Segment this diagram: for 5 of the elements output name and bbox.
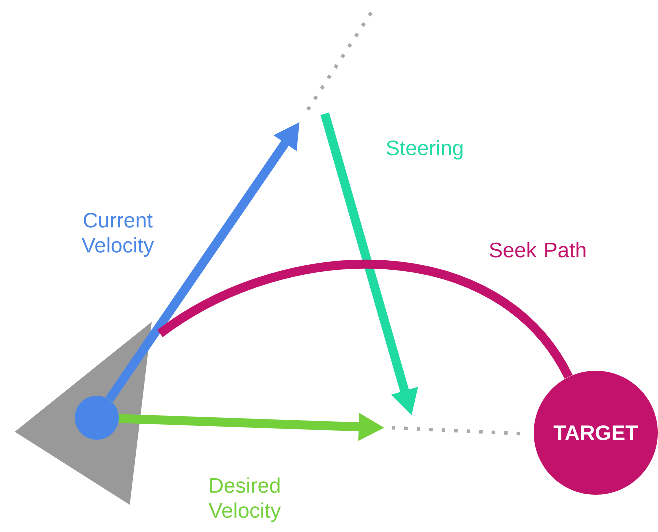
agent-circle: [75, 396, 119, 440]
edge-label: Desired Velocity: [208, 478, 282, 522]
edge-label: Current Velocity: [82, 213, 154, 257]
edge-label: Seek Path: [490, 242, 586, 258]
arrow-label: Steering: [386, 140, 463, 160]
